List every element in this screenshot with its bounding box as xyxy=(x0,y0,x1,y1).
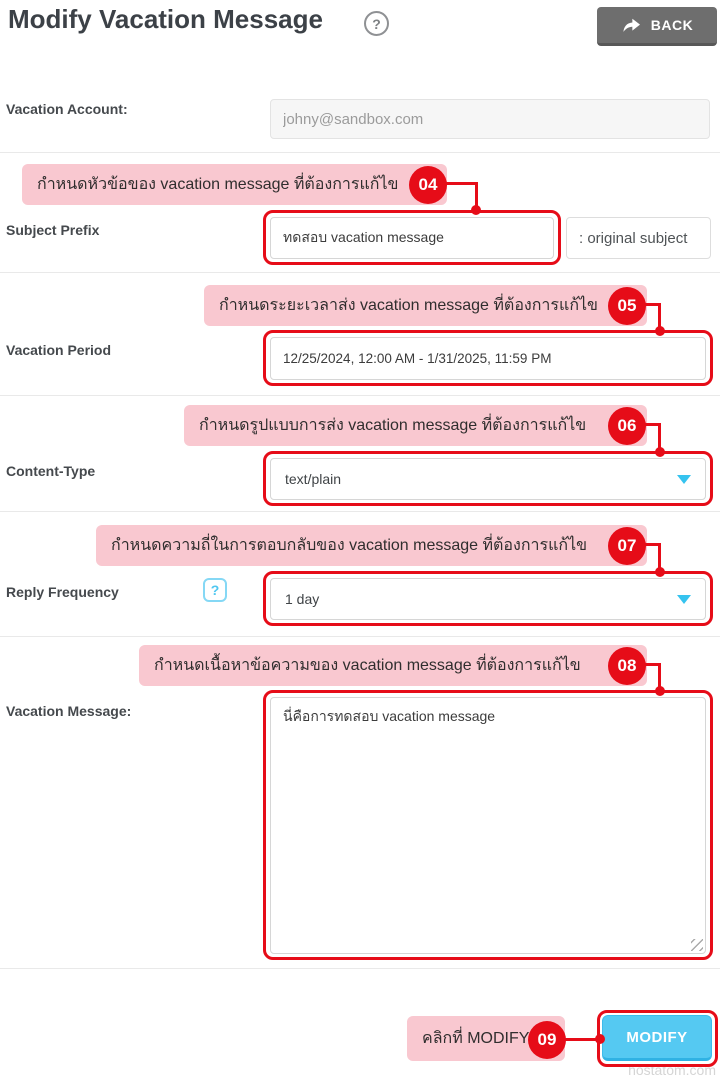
divider xyxy=(0,152,720,153)
vacation-account-field xyxy=(270,99,710,139)
reply-frequency-label: Reply Frequency xyxy=(6,584,119,600)
connector-line xyxy=(658,663,661,691)
content-type-select[interactable]: text/plain xyxy=(270,458,706,500)
content-type-label: Content-Type xyxy=(6,463,96,479)
annotation-badge-05: 05 xyxy=(608,287,646,325)
title-help-icon[interactable]: ? xyxy=(364,11,389,36)
connector-line xyxy=(562,1038,600,1041)
connector-line xyxy=(643,663,661,666)
back-button-label: BACK xyxy=(650,17,694,33)
reply-frequency-select[interactable]: 1 day xyxy=(270,578,706,620)
connector-line xyxy=(643,543,661,546)
vacation-period-label: Vacation Period xyxy=(6,342,112,358)
forward-arrow-icon xyxy=(623,18,640,32)
annotation-pill-07: กำหนดความถี่ในการตอบกลับของ vacation mes… xyxy=(96,525,647,566)
annotation-badge-09: 09 xyxy=(528,1021,566,1059)
annotation-badge-07: 07 xyxy=(608,527,646,565)
divider xyxy=(0,272,720,273)
connector-line xyxy=(643,303,661,306)
connector-dot xyxy=(655,326,665,336)
subject-prefix-label: Subject Prefix xyxy=(6,222,100,238)
annotation-pill-04: กำหนดหัวข้อของ vacation message ที่ต้องก… xyxy=(22,164,447,205)
watermark: hostatom.com xyxy=(628,1062,716,1078)
connector-line xyxy=(643,423,661,426)
resize-handle[interactable] xyxy=(691,939,703,951)
subject-prefix-addon: : original subject xyxy=(566,217,711,259)
annotation-pill-06: กำหนดรูปแบบการส่ง vacation message ที่ต้… xyxy=(184,405,647,446)
connector-line xyxy=(658,423,661,452)
connector-dot xyxy=(471,205,481,215)
divider xyxy=(0,511,720,512)
vacation-period-input[interactable] xyxy=(270,337,706,380)
connector-dot xyxy=(655,686,665,696)
connector-dot xyxy=(595,1034,605,1044)
annotation-badge-04: 04 xyxy=(409,166,447,204)
modify-button[interactable]: MODIFY xyxy=(602,1015,712,1061)
connector-line xyxy=(658,303,661,331)
chevron-down-icon xyxy=(677,475,691,484)
annotation-pill-08: กำหนดเนื้อหาข้อความของ vacation message … xyxy=(139,645,647,686)
divider xyxy=(0,636,720,637)
connector-dot xyxy=(655,567,665,577)
content-type-value: text/plain xyxy=(285,471,342,487)
connector-line xyxy=(475,182,478,211)
chevron-down-icon xyxy=(677,595,691,604)
divider xyxy=(0,968,720,969)
annotation-badge-06: 06 xyxy=(608,407,646,445)
vacation-account-label: Vacation Account: xyxy=(6,101,128,117)
reply-frequency-value: 1 day xyxy=(285,591,320,607)
reply-frequency-help-icon[interactable]: ? xyxy=(203,578,227,602)
annotation-badge-08: 08 xyxy=(608,647,646,685)
vacation-message-textarea[interactable]: นี่คือการทดสอบ vacation message xyxy=(270,697,706,954)
connector-line xyxy=(444,182,478,185)
divider xyxy=(0,395,720,396)
page-title: Modify Vacation Message xyxy=(8,4,323,34)
back-button[interactable]: BACK xyxy=(597,7,717,46)
connector-line xyxy=(658,543,661,572)
connector-dot xyxy=(655,447,665,457)
subject-prefix-input[interactable] xyxy=(270,217,554,259)
annotation-pill-05: กำหนดระยะเวลาส่ง vacation message ที่ต้อ… xyxy=(204,285,647,326)
vacation-message-label: Vacation Message: xyxy=(6,703,132,719)
